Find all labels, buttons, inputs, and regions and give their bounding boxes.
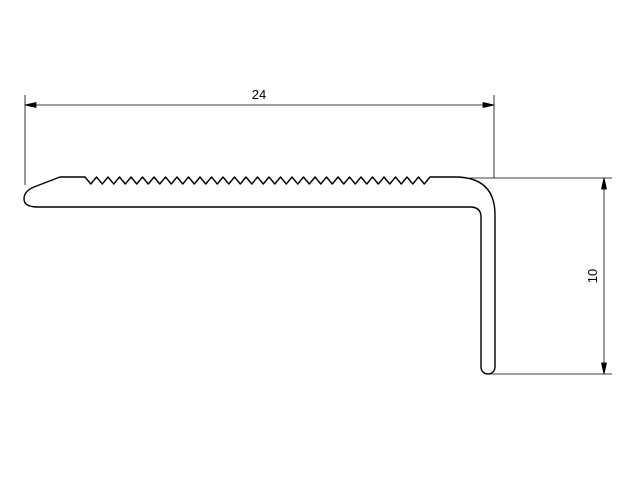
- width-arrow-left: [24, 101, 37, 109]
- stair-nosing-profile-outline: [23, 176, 496, 375]
- height-arrow-top: [600, 177, 608, 190]
- height-dimension-label: 10: [585, 269, 600, 283]
- width-arrow-right: [482, 101, 495, 109]
- width-dimension-label: 24: [252, 87, 266, 102]
- height-arrow-bottom: [600, 362, 608, 375]
